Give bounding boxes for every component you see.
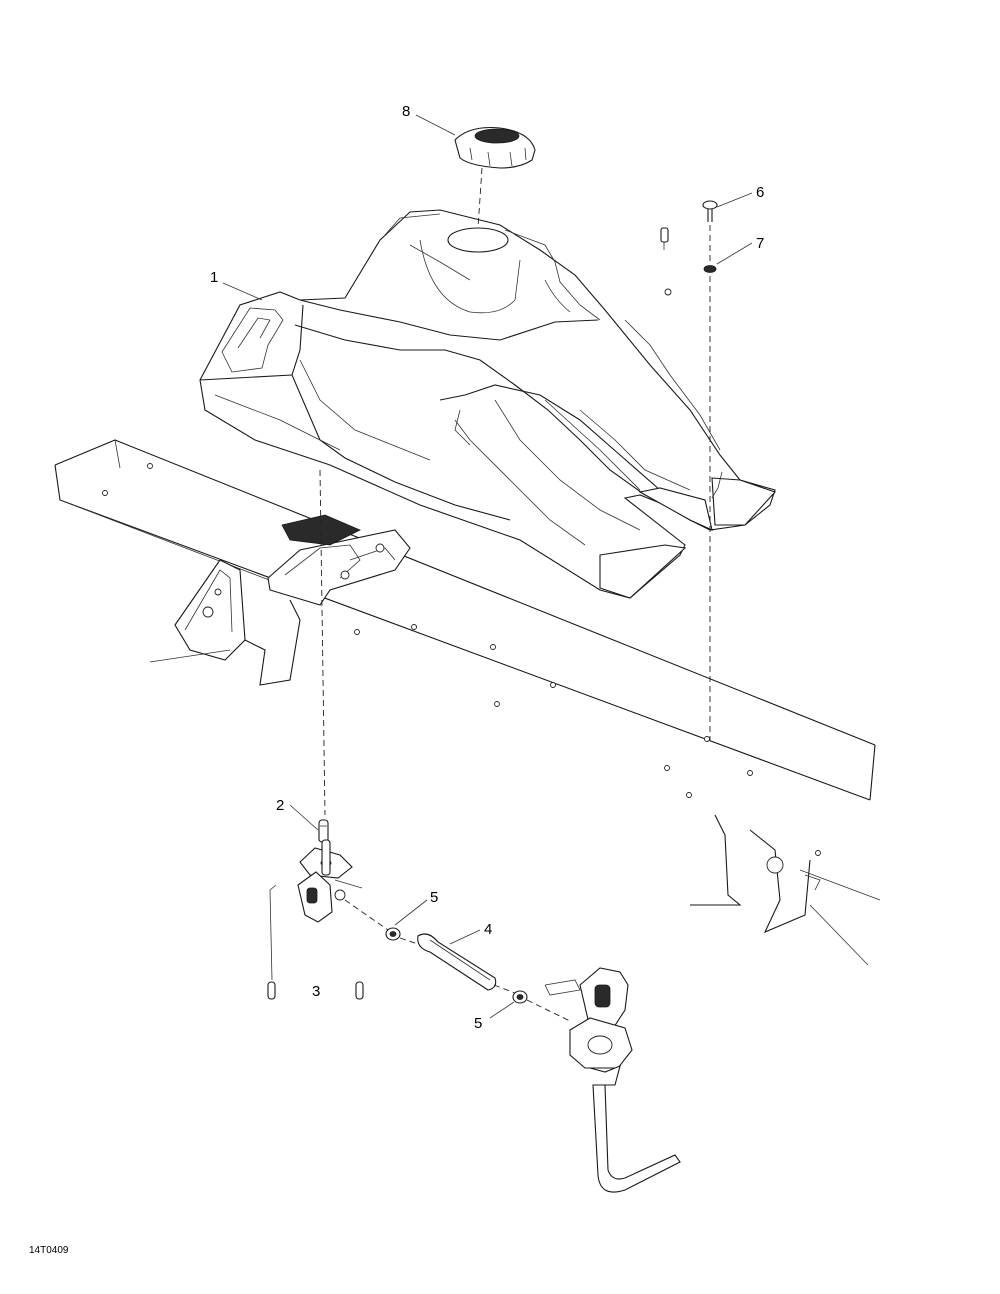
callout-6: 6 bbox=[756, 184, 764, 201]
callout-7: 7 bbox=[756, 235, 764, 252]
fuel-tank bbox=[199, 209, 776, 599]
callout-5-lower: 5 bbox=[474, 1015, 482, 1032]
fuel-valve-bolts bbox=[267, 981, 364, 1000]
fuel-cap bbox=[454, 126, 536, 229]
fuel-hose bbox=[417, 933, 497, 991]
hose-axis-4 bbox=[526, 999, 573, 1023]
frame-bracket-left bbox=[149, 559, 301, 686]
frame-rail bbox=[54, 439, 881, 966]
fuel-valve-bracket bbox=[269, 839, 363, 981]
hose-clamp-upper bbox=[385, 927, 401, 941]
hose-axis-3 bbox=[493, 984, 516, 994]
washer bbox=[703, 265, 717, 273]
hose-axis-2 bbox=[399, 937, 419, 945]
valve-axis bbox=[319, 469, 326, 816]
callout-5-upper: 5 bbox=[430, 889, 438, 906]
callout-4: 4 bbox=[484, 921, 492, 938]
frame-bracket-center bbox=[267, 514, 411, 606]
carburetor bbox=[544, 967, 681, 1193]
hose-axis-1 bbox=[344, 899, 389, 931]
screw bbox=[702, 200, 718, 222]
callout-2: 2 bbox=[276, 797, 284, 814]
callout-3: 3 bbox=[312, 983, 320, 1000]
hose-clamp-lower bbox=[512, 990, 528, 1004]
callout-8: 8 bbox=[402, 103, 410, 120]
leader-lines bbox=[222, 114, 753, 1019]
fuel-valve-screw bbox=[318, 819, 329, 843]
reference-code: 14T0409 bbox=[29, 1245, 69, 1256]
callout-1: 1 bbox=[210, 269, 218, 286]
